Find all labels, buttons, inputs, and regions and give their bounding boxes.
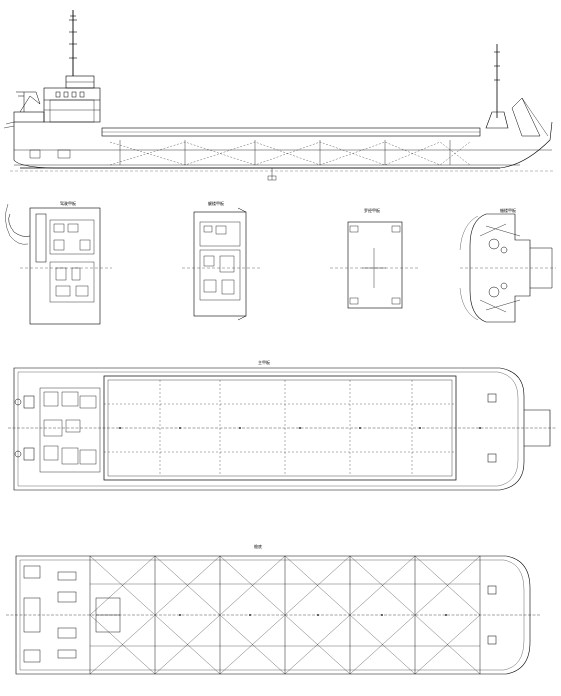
- fore-deck-label: 艏楼甲板: [500, 207, 516, 213]
- fore-deck-view: 艏楼甲板: [459, 207, 556, 323]
- hold-view: 舱底: [6, 543, 540, 675]
- profile-view: ·: [3, 10, 555, 181]
- hold-engine-room: [23, 565, 121, 663]
- profile-mast: [69, 10, 77, 76]
- profile-hull: [13, 121, 553, 169]
- hold-outline: [15, 555, 531, 675]
- profile-aft-crane: [16, 91, 41, 113]
- main-deck-accommodation: [39, 387, 101, 473]
- profile-fore-crane: [485, 44, 549, 137]
- hold-label: 舱底: [254, 543, 262, 549]
- main-deck-label: 主甲板: [258, 359, 270, 365]
- bridge-deck-label: 驾驶甲板: [60, 200, 76, 206]
- svg-text:·: ·: [110, 159, 111, 162]
- main-deck-view: 主甲板: [8, 359, 556, 491]
- bridge-deck-view: 驾驶甲板: [5, 200, 112, 325]
- poop-deck-view: 艉楼甲板: [182, 200, 260, 321]
- main-deck-outline: [13, 367, 525, 491]
- top-deck-view: 罗经甲板: [330, 207, 420, 309]
- poop-deck-label: 艉楼甲板: [208, 200, 224, 206]
- top-deck-label: 罗经甲板: [364, 207, 380, 213]
- profile-superstructure: [43, 75, 101, 123]
